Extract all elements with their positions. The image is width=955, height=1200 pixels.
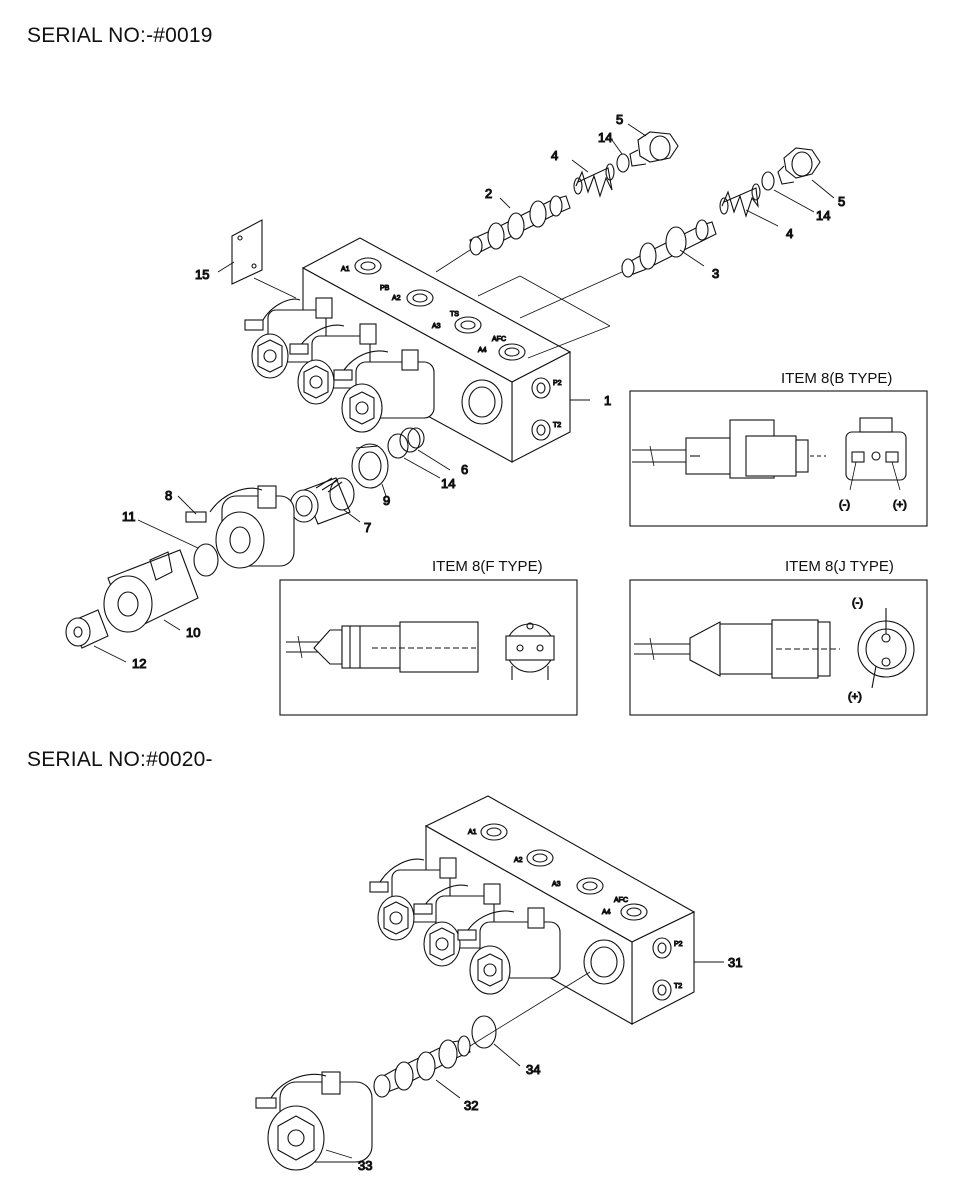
gasket-15 [231, 219, 263, 285]
j-type-plus-label: (+) [848, 691, 862, 703]
port-label-t2-bottom: T2 [674, 983, 682, 990]
mounted-solenoids-bottom [369, 857, 561, 995]
o-ring-14-upper [616, 153, 630, 173]
port-label-a1: A1 [341, 266, 350, 273]
callout-33: 33 [358, 1158, 372, 1173]
port-label-a1-bottom: A1 [468, 829, 477, 836]
port-label-p2: P2 [553, 380, 562, 387]
connector-j-type [634, 608, 915, 689]
plug-5-upper [629, 131, 679, 167]
port-label-ts: TS [450, 311, 459, 318]
callout-3: 3 [712, 266, 719, 281]
callout-6: 6 [461, 462, 468, 477]
solenoid-33 [255, 1071, 373, 1171]
callout-leaders-top [93, 123, 835, 663]
port-label-a2: A2 [392, 295, 401, 302]
item-8-j-type-title: ITEM 8(J TYPE) [785, 558, 894, 575]
assembly-centerline-bottom [469, 971, 591, 1047]
callout-14-right: 14 [816, 208, 830, 223]
port-label-a3-bottom: A3 [552, 881, 561, 888]
retainer-9 [351, 443, 389, 489]
b-type-plus-label: (+) [893, 499, 907, 511]
o-ring-14-right [761, 171, 775, 191]
sleeve-7 [289, 477, 355, 525]
valve-block-31: A1 A2 A3 A4 AFC P2 T2 [424, 795, 696, 1025]
spool-3 [621, 219, 717, 278]
item-8-f-type-title: ITEM 8(F TYPE) [432, 558, 543, 575]
cover-10 [103, 549, 199, 633]
callout-leaders-bottom [325, 961, 724, 1159]
callout-31: 31 [728, 955, 742, 970]
callout-34: 34 [526, 1062, 540, 1077]
port-label-afc-bottom: AFC [614, 897, 628, 904]
serial-number-top: SERIAL NO:-#0019 [27, 24, 213, 47]
mounted-solenoids [244, 297, 435, 433]
o-ring-34 [471, 1015, 497, 1049]
o-ring-11 [193, 543, 219, 577]
port-label-a3: A3 [432, 323, 441, 330]
b-type-minus-label: (-) [839, 499, 850, 511]
port-label-t2: T2 [553, 422, 561, 429]
callout-2: 2 [485, 186, 492, 201]
port-label-a4: A4 [478, 347, 487, 354]
callout-10: 10 [186, 625, 200, 640]
callout-32: 32 [464, 1098, 478, 1113]
spool-32 [373, 1035, 471, 1098]
port-label-afc: AFC [492, 336, 506, 343]
callout-7: 7 [364, 520, 371, 535]
port-label-p2-bottom: P2 [674, 941, 683, 948]
callout-1: 1 [604, 393, 611, 408]
port-label-pb: PB [380, 285, 390, 292]
callout-4-right: 4 [786, 226, 793, 241]
j-type-minus-label: (-) [852, 597, 863, 609]
callout-12: 12 [132, 656, 146, 671]
spring-4-right [719, 183, 761, 218]
callout-14-lower: 14 [441, 476, 455, 491]
callout-14-upper: 14 [598, 130, 612, 145]
o-rings-6-14 [387, 427, 425, 459]
callout-5-upper: 5 [616, 112, 623, 127]
connector-b-type [632, 417, 907, 491]
coil-8 [185, 485, 295, 569]
callout-11: 11 [122, 509, 136, 524]
nut-12 [65, 609, 109, 649]
port-label-a2-bottom: A2 [514, 857, 523, 864]
callout-15: 15 [195, 267, 209, 282]
assembly-centerlines [253, 249, 623, 359]
item-8-b-type-title: ITEM 8(B TYPE) [781, 370, 893, 387]
spool-2 [469, 195, 571, 256]
callout-5-right: 5 [838, 194, 845, 209]
callout-9: 9 [383, 493, 390, 508]
callout-8: 8 [165, 488, 172, 503]
serial-number-bottom: SERIAL NO:#0020- [27, 748, 213, 771]
plug-5-right [777, 147, 821, 185]
connector-f-type [286, 621, 555, 680]
callout-4-upper: 4 [551, 148, 558, 163]
spring-4-upper [573, 163, 615, 198]
port-label-a4-bottom: A4 [602, 909, 611, 916]
